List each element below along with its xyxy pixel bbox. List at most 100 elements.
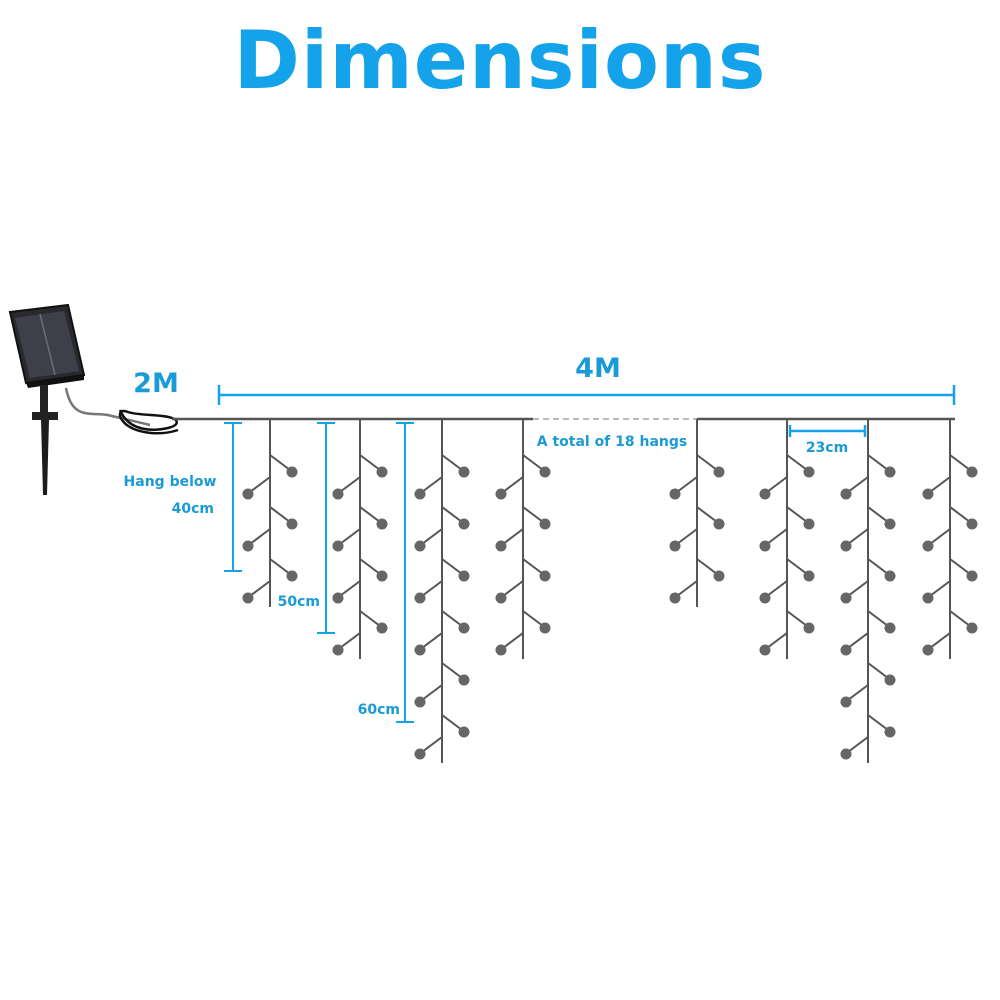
- branch-wire: [949, 454, 971, 471]
- branch-wire: [441, 558, 463, 575]
- cable-coil: [118, 409, 179, 435]
- branch-wire: [867, 506, 889, 523]
- branch-wire: [786, 610, 808, 627]
- branch-wire: [949, 610, 971, 627]
- light-bulb: [414, 644, 426, 656]
- icicle-strand: [669, 419, 725, 607]
- light-bulb: [840, 748, 852, 760]
- short-drop-label: 40cm: [172, 501, 214, 517]
- branch-wire: [847, 476, 869, 493]
- icicle-strand: [332, 419, 388, 659]
- light-bulb: [840, 696, 852, 708]
- branch-wire: [847, 736, 869, 753]
- light-bulb: [539, 570, 551, 582]
- light-bulb: [759, 644, 771, 656]
- branch-wire: [502, 632, 524, 649]
- light-bulb: [332, 540, 344, 552]
- branch-wire: [339, 528, 361, 545]
- light-bulb: [286, 518, 298, 530]
- light-bulb: [884, 570, 896, 582]
- branch-wire: [441, 714, 463, 731]
- medium-drop-dimension: [317, 422, 335, 634]
- branch-wire: [339, 476, 361, 493]
- branch-wire: [696, 454, 718, 471]
- branch-wire: [269, 506, 291, 523]
- light-bulb: [669, 540, 681, 552]
- branch-wire: [421, 476, 443, 493]
- light-bulb: [495, 644, 507, 656]
- light-bulb: [539, 466, 551, 478]
- hang-below-label: Hang below: [124, 474, 217, 490]
- branch-wire: [766, 476, 788, 493]
- icicle-strand: [414, 419, 470, 763]
- branch-wire: [676, 476, 698, 493]
- branch-wire: [929, 476, 951, 493]
- light-bulb: [759, 488, 771, 500]
- light-bulb: [713, 518, 725, 530]
- light-bulb: [803, 466, 815, 478]
- long-drop-dimension: [396, 422, 414, 723]
- branch-wire: [522, 506, 544, 523]
- branch-wire: [339, 632, 361, 649]
- branch-wire: [269, 454, 291, 471]
- light-bulb: [966, 622, 978, 634]
- branch-wire: [421, 580, 443, 597]
- light-bulb: [286, 570, 298, 582]
- branch-wire: [676, 580, 698, 597]
- icicle-strand: [242, 419, 298, 607]
- branch-wire: [786, 506, 808, 523]
- light-bulb: [458, 466, 470, 478]
- light-bulb: [922, 644, 934, 656]
- branch-wire: [522, 454, 544, 471]
- long-drop-label: 60cm: [358, 702, 400, 718]
- branch-wire: [502, 528, 524, 545]
- short-drop-dimension: [224, 422, 242, 572]
- light-bulb: [759, 540, 771, 552]
- branch-wire: [421, 528, 443, 545]
- branch-wire: [441, 662, 463, 679]
- branch-wire: [696, 558, 718, 575]
- branch-wire: [249, 476, 271, 493]
- spacing-dimension: [788, 425, 867, 437]
- icicle-strands: [242, 419, 978, 763]
- branch-wire: [249, 528, 271, 545]
- branch-wire: [522, 558, 544, 575]
- branch-wire: [359, 454, 381, 471]
- branch-wire: [359, 610, 381, 627]
- branch-wire: [847, 528, 869, 545]
- light-bulb: [966, 518, 978, 530]
- light-bulb: [495, 592, 507, 604]
- branch-wire: [249, 580, 271, 597]
- dimension-lines: [217, 385, 956, 723]
- light-bulb: [242, 592, 254, 604]
- branch-wire: [867, 610, 889, 627]
- light-bulb: [966, 466, 978, 478]
- branch-wire: [867, 662, 889, 679]
- branch-wire: [867, 454, 889, 471]
- light-bulb: [376, 518, 388, 530]
- branch-wire: [786, 558, 808, 575]
- branch-wire: [502, 476, 524, 493]
- light-bulb: [414, 540, 426, 552]
- branch-wire: [766, 632, 788, 649]
- spacing-label: 23cm: [806, 440, 848, 456]
- light-bulb: [286, 466, 298, 478]
- branch-wire: [847, 580, 869, 597]
- light-bulb: [840, 488, 852, 500]
- light-bulb: [803, 518, 815, 530]
- branch-wire: [269, 558, 291, 575]
- branch-wire: [949, 558, 971, 575]
- solar-panel-icon: [8, 303, 86, 495]
- light-bulb: [966, 570, 978, 582]
- light-bulb: [376, 570, 388, 582]
- branch-wire: [929, 632, 951, 649]
- branch-wire: [867, 714, 889, 731]
- branch-wire: [786, 454, 808, 471]
- light-bulb: [242, 540, 254, 552]
- light-bulb: [414, 488, 426, 500]
- icicle-strand: [840, 419, 896, 763]
- branch-wire: [359, 558, 381, 575]
- light-bulb: [332, 644, 344, 656]
- branch-wire: [441, 610, 463, 627]
